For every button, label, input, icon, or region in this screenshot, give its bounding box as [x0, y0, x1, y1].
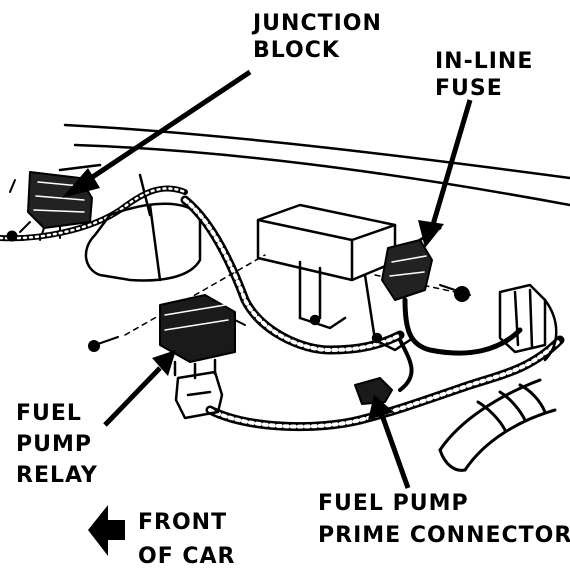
fuse-bolt — [439, 284, 471, 302]
fuel-hose — [438, 378, 557, 472]
relay-bolt — [88, 336, 119, 352]
label-prime-connector: FUEL PUMP PRIME CONNECTOR — [318, 488, 570, 552]
leader-arrows — [62, 69, 473, 489]
mounting-bracket — [256, 203, 412, 352]
label-junction-block-line1: JUNCTION — [253, 11, 382, 36]
label-junction-block: JUNCTION BLOCK — [253, 10, 382, 64]
prime-connector-arrow — [379, 414, 411, 489]
label-junction-block-line2: BLOCK — [253, 38, 340, 63]
label-prime-line1: FUEL PUMP — [318, 491, 469, 516]
label-inline-fuse: IN-LINE FUSE — [435, 48, 533, 102]
label-relay-line3: RELAY — [16, 463, 98, 488]
label-front-line1: FRONT — [138, 510, 228, 535]
label-relay-line2: PUMP — [16, 432, 93, 457]
junction-harness — [0, 185, 188, 242]
relay-arrow — [103, 366, 162, 427]
inline-fuse-arrowhead — [418, 220, 444, 248]
junction-block-arrowhead — [62, 168, 100, 198]
fuel-pump-relay — [159, 294, 246, 380]
insulation-pad — [84, 202, 202, 282]
label-front-line2: OF CAR — [138, 544, 236, 569]
junction-block-arrow — [83, 69, 252, 185]
relay-socket — [174, 370, 224, 420]
prime-connector-arrowhead — [368, 395, 394, 420]
main-harness — [180, 195, 405, 355]
right-connector — [498, 283, 558, 362]
label-prime-line2: PRIME CONNECTOR — [318, 523, 570, 548]
label-relay-line1: FUEL — [16, 401, 82, 426]
prime-connector — [354, 377, 393, 405]
label-inline-fuse-line1: IN-LINE — [435, 49, 534, 74]
label-front-of-car: FRONT OF CAR — [138, 506, 236, 574]
label-inline-fuse-line2: FUSE — [435, 76, 503, 101]
front-of-car-arrow — [88, 505, 125, 556]
relay-arrowhead — [152, 350, 176, 376]
inline-fuse-arrow — [429, 99, 473, 229]
label-fuel-pump-relay: FUEL PUMP RELAY — [16, 398, 98, 491]
